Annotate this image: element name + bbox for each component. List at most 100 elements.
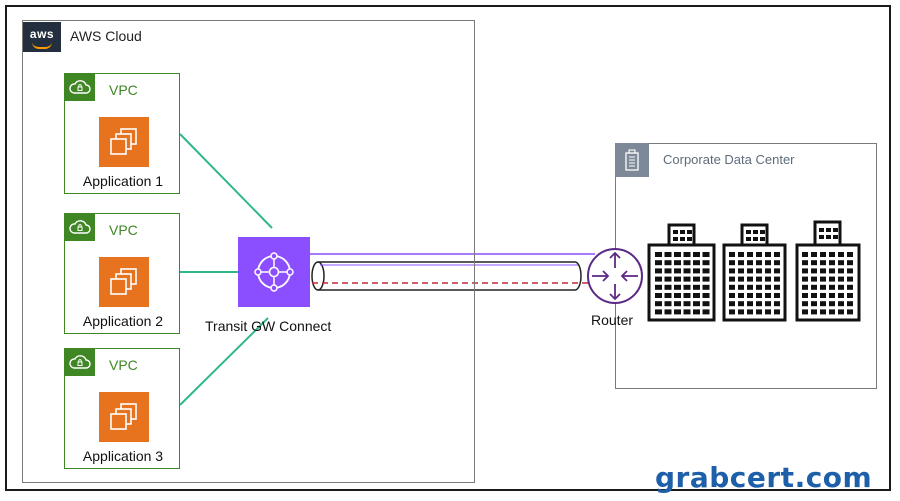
vpc-label: VPC: [109, 82, 138, 98]
building-window: [811, 284, 817, 290]
building-window: [774, 293, 780, 298]
gre-tunnel: [311, 261, 590, 291]
building-window: [683, 301, 691, 307]
building-window: [674, 309, 681, 315]
building-window: [655, 276, 662, 282]
building-window: [680, 237, 685, 241]
building-window: [746, 230, 751, 234]
building-window: [683, 293, 691, 298]
vpc-cloud-lock-icon: [64, 213, 95, 241]
building-window: [655, 252, 662, 257]
building-window: [655, 309, 662, 315]
building-window: [683, 252, 691, 257]
building-window: [683, 276, 691, 282]
building-window: [838, 293, 844, 298]
application-instances-icon: [99, 257, 149, 307]
building-window: [802, 276, 808, 282]
building-window: [829, 260, 835, 266]
building-window: [702, 284, 710, 290]
building-window: [838, 309, 844, 315]
building-window: [702, 301, 710, 307]
building-window: [729, 293, 735, 298]
building-window: [693, 284, 700, 290]
building-window: [756, 252, 762, 257]
building-window: [829, 301, 835, 307]
watermark-text: grabcert.com: [655, 461, 873, 494]
building-window: [655, 301, 662, 307]
building-window: [693, 252, 700, 257]
building-window: [664, 268, 672, 274]
aws-logo-text: aws: [29, 27, 55, 41]
building-window: [811, 309, 817, 315]
building-window: [674, 252, 681, 257]
building-window: [655, 293, 662, 298]
building-window: [820, 309, 826, 315]
building-window: [655, 268, 662, 274]
building-window: [702, 252, 710, 257]
building-window: [674, 260, 681, 266]
building-window: [655, 284, 662, 290]
building-window: [765, 260, 771, 266]
building-window: [693, 260, 700, 266]
building-window: [765, 284, 771, 290]
application-label: Application 1: [82, 173, 164, 189]
building-window: [673, 237, 678, 241]
building-window: [753, 237, 758, 241]
building-window: [774, 276, 780, 282]
application-instances-icon: [99, 392, 149, 442]
building-window: [829, 309, 835, 315]
building-window: [820, 301, 826, 307]
building-window: [729, 284, 735, 290]
building-window: [693, 276, 700, 282]
building-window: [829, 252, 835, 257]
vpc-label: VPC: [109, 357, 138, 373]
building-window: [738, 293, 744, 298]
building-window: [674, 301, 681, 307]
building-window: [820, 260, 826, 266]
building-window: [683, 309, 691, 315]
building-window: [674, 276, 681, 282]
building-icon: [722, 223, 787, 322]
aws-smile-icon: [32, 42, 52, 49]
corporate-building-icon: [615, 143, 649, 177]
building-window: [826, 228, 831, 232]
building-window: [847, 260, 853, 266]
building-window: [811, 252, 817, 257]
building-window: [847, 268, 853, 274]
building-window: [820, 268, 826, 274]
building-window: [747, 268, 753, 274]
building-window: [820, 252, 826, 257]
building-window: [747, 293, 753, 298]
application-label: Application 2: [82, 313, 164, 329]
building-window: [664, 276, 672, 282]
vpc-group-1: VPC Application 1: [64, 73, 180, 194]
building-window: [765, 301, 771, 307]
building-window: [811, 268, 817, 274]
building-window: [693, 293, 700, 298]
link-vpc3-tgw: [179, 317, 269, 406]
building-window: [765, 309, 771, 315]
building-window: [802, 260, 808, 266]
transit-gateway-icon: [238, 237, 310, 307]
building-window: [729, 309, 735, 315]
building-window: [833, 235, 838, 239]
building-window: [829, 293, 835, 298]
building-window: [747, 252, 753, 257]
building-window: [664, 301, 672, 307]
vpc-label: VPC: [109, 222, 138, 238]
building-window: [738, 284, 744, 290]
building-window: [756, 276, 762, 282]
building-window: [774, 252, 780, 257]
building-window: [838, 260, 844, 266]
building-window: [746, 237, 751, 241]
vpc-cloud-lock-icon: [64, 348, 95, 376]
building-window: [760, 230, 765, 234]
building-window: [756, 284, 762, 290]
building-window: [838, 284, 844, 290]
building-window: [729, 268, 735, 274]
building-window: [693, 309, 700, 315]
application-instances-icon: [99, 117, 149, 167]
building-window: [738, 301, 744, 307]
